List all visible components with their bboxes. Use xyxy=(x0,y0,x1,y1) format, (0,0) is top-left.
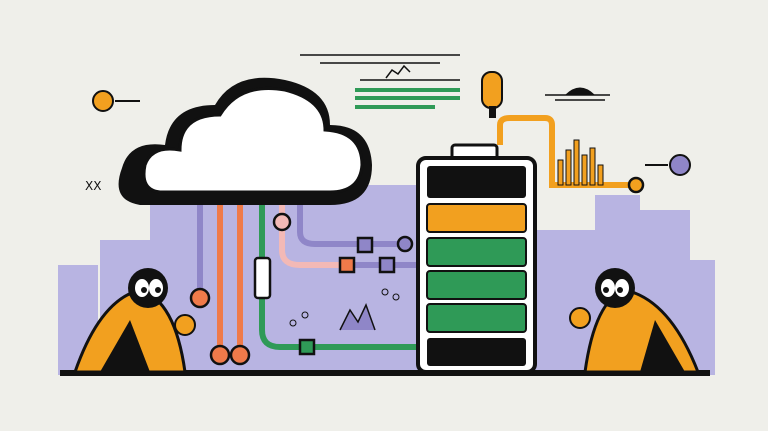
svg-text:XX: XX xyxy=(85,179,101,193)
cloud xyxy=(118,77,372,205)
sensor-icon xyxy=(481,71,503,118)
battery-bar-empty xyxy=(427,166,526,198)
battery-bar-empty xyxy=(427,338,526,366)
battery-bar-charge xyxy=(426,203,527,233)
decorations: XX xyxy=(85,90,691,331)
character-left xyxy=(72,268,196,374)
battery-bar-charge xyxy=(426,237,527,267)
battery xyxy=(416,143,537,374)
bar-chart-decoration xyxy=(557,139,604,186)
battery-bar-charge xyxy=(426,303,527,333)
cables xyxy=(197,115,635,355)
data-lines-decoration xyxy=(300,54,610,109)
battery-bar-charge xyxy=(426,270,527,300)
ground-line xyxy=(60,370,710,376)
cable-connectors xyxy=(189,176,645,366)
character-right xyxy=(569,268,701,374)
